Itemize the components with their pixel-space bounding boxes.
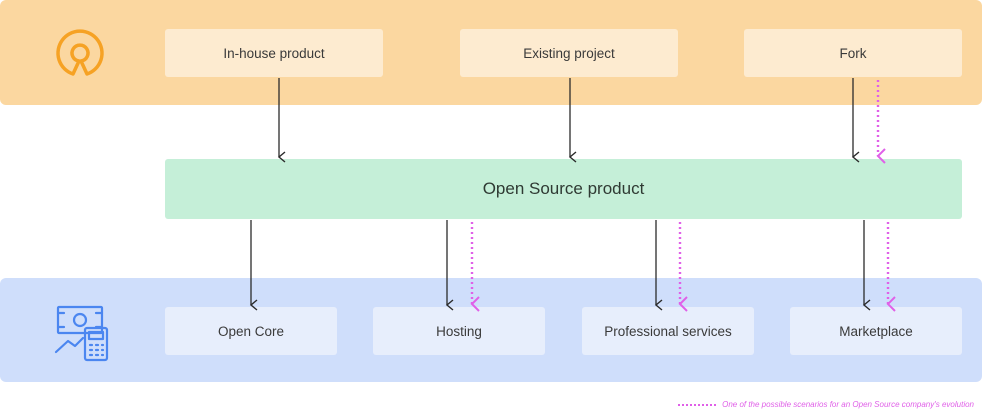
legend-dotted-line <box>678 403 717 406</box>
business-open-core: Open Core <box>165 307 337 355</box>
money-calculator-icon <box>54 305 109 362</box>
legend-text: One of the possible scenarios for an Ope… <box>722 400 974 409</box>
open-source-icon <box>56 29 104 76</box>
business-hosting: Hosting <box>373 307 545 355</box>
business-professional-services: Professional services <box>582 307 754 355</box>
source-fork: Fork <box>744 29 962 77</box>
source-in-house-product: In-house product <box>165 29 383 77</box>
source-existing-project: Existing project <box>460 29 678 77</box>
business-marketplace: Marketplace <box>790 307 962 355</box>
open-source-product: Open Source product <box>165 159 962 219</box>
legend: One of the possible scenarios for an Ope… <box>678 400 974 409</box>
